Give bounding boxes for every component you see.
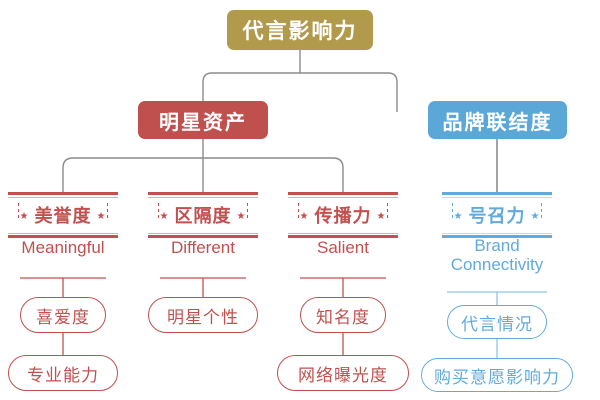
banner-top-rule	[148, 196, 258, 198]
dimension-label: ★ 美誉度 ★	[15, 202, 112, 228]
leaf-node-label: 网络曝光度	[298, 365, 388, 385]
dimension-english-reputation: Meaningful	[21, 238, 105, 257]
banner-top-rule	[442, 196, 552, 198]
banner-top-rule	[8, 196, 118, 198]
banner-inner: ★ 美誉度 ★	[8, 199, 118, 231]
dashed-tick-icon	[298, 203, 299, 221]
banner-top-bar	[8, 192, 118, 195]
category-node-celebrity-assets: 明星资产	[138, 101, 268, 139]
star-icon: ★	[19, 210, 30, 222]
root-node-label: 代言影响力	[242, 20, 358, 43]
dimension-label: ★ 号召力 ★	[449, 202, 546, 228]
dashed-tick-icon	[387, 203, 388, 221]
dimension-box-differentiation: ★ 区隔度 ★	[148, 192, 258, 238]
banner-top-bar	[442, 192, 552, 195]
banner-inner: ★ 号召力 ★	[442, 199, 552, 231]
banner-inner: ★ 区隔度 ★	[148, 199, 258, 231]
star-icon: ★	[299, 210, 310, 222]
dimension-box-reputation: ★ 美誉度 ★	[8, 192, 118, 238]
leaf-node-awareness: 知名度	[300, 297, 386, 333]
star-icon: ★	[530, 210, 541, 222]
dimension-english-appeal: Brand Connectivity	[450, 236, 544, 274]
banner-bottom-bar	[288, 235, 398, 238]
leaf-node-label: 喜爱度	[36, 307, 90, 327]
category-node-label: 明星资产	[159, 111, 247, 134]
banner-bottom-rule	[8, 232, 118, 234]
star-icon: ★	[376, 210, 387, 222]
leaf-node-endorsement-status: 代言情况	[447, 305, 547, 339]
leaf-node-online-exposure: 网络曝光度	[277, 355, 409, 391]
dimension-label-text: 号召力	[468, 206, 526, 226]
leaf-node-label: 代言情况	[461, 314, 533, 334]
banner-top-bar	[288, 192, 398, 195]
star-icon: ★	[453, 210, 464, 222]
banner-bottom-rule	[288, 232, 398, 234]
dimension-english-differentiation: Different	[171, 238, 235, 257]
banner-bottom-rule	[442, 232, 552, 234]
dimension-box-appeal: ★ 号召力 ★	[442, 192, 552, 238]
dimension-english-spread: Salient	[317, 238, 369, 257]
dimension-label-text: 传播力	[314, 206, 372, 226]
leaf-node-likeability: 喜爱度	[20, 297, 106, 333]
dashed-tick-icon	[107, 203, 108, 221]
banner-bottom-bar	[442, 235, 552, 238]
banner-inner: ★ 传播力 ★	[288, 199, 398, 231]
dashed-tick-icon	[158, 203, 159, 221]
dashed-tick-icon	[18, 203, 19, 221]
star-icon: ★	[236, 210, 247, 222]
leaf-node-purchase-intent-influence: 购买意愿影响力	[421, 358, 573, 392]
dimension-label: ★ 区隔度 ★	[155, 202, 252, 228]
dimension-label-text: 美誉度	[34, 206, 92, 226]
leaf-node-label: 明星个性	[167, 307, 239, 327]
banner-bottom-bar	[8, 235, 118, 238]
dashed-tick-icon	[452, 203, 453, 221]
star-icon: ★	[159, 210, 170, 222]
leaf-node-professional-ability: 专业能力	[8, 355, 118, 391]
leaf-node-label: 专业能力	[27, 365, 99, 385]
leaf-node-star-personality: 明星个性	[148, 297, 258, 333]
leaf-node-label: 购买意愿影响力	[434, 367, 560, 387]
dimension-label: ★ 传播力 ★	[295, 202, 392, 228]
banner-top-rule	[288, 196, 398, 198]
dashed-tick-icon	[247, 203, 248, 221]
banner-bottom-bar	[148, 235, 258, 238]
leaf-node-label: 知名度	[316, 307, 370, 327]
banner-top-bar	[148, 192, 258, 195]
category-node-label: 品牌联结度	[442, 111, 553, 134]
dashed-tick-icon	[541, 203, 542, 221]
dimension-label-text: 区隔度	[174, 206, 232, 226]
root-node: 代言影响力	[227, 10, 373, 50]
dimension-box-spread: ★ 传播力 ★	[288, 192, 398, 238]
star-icon: ★	[96, 210, 107, 222]
category-node-brand-connection: 品牌联结度	[428, 101, 567, 139]
banner-bottom-rule	[148, 232, 258, 234]
